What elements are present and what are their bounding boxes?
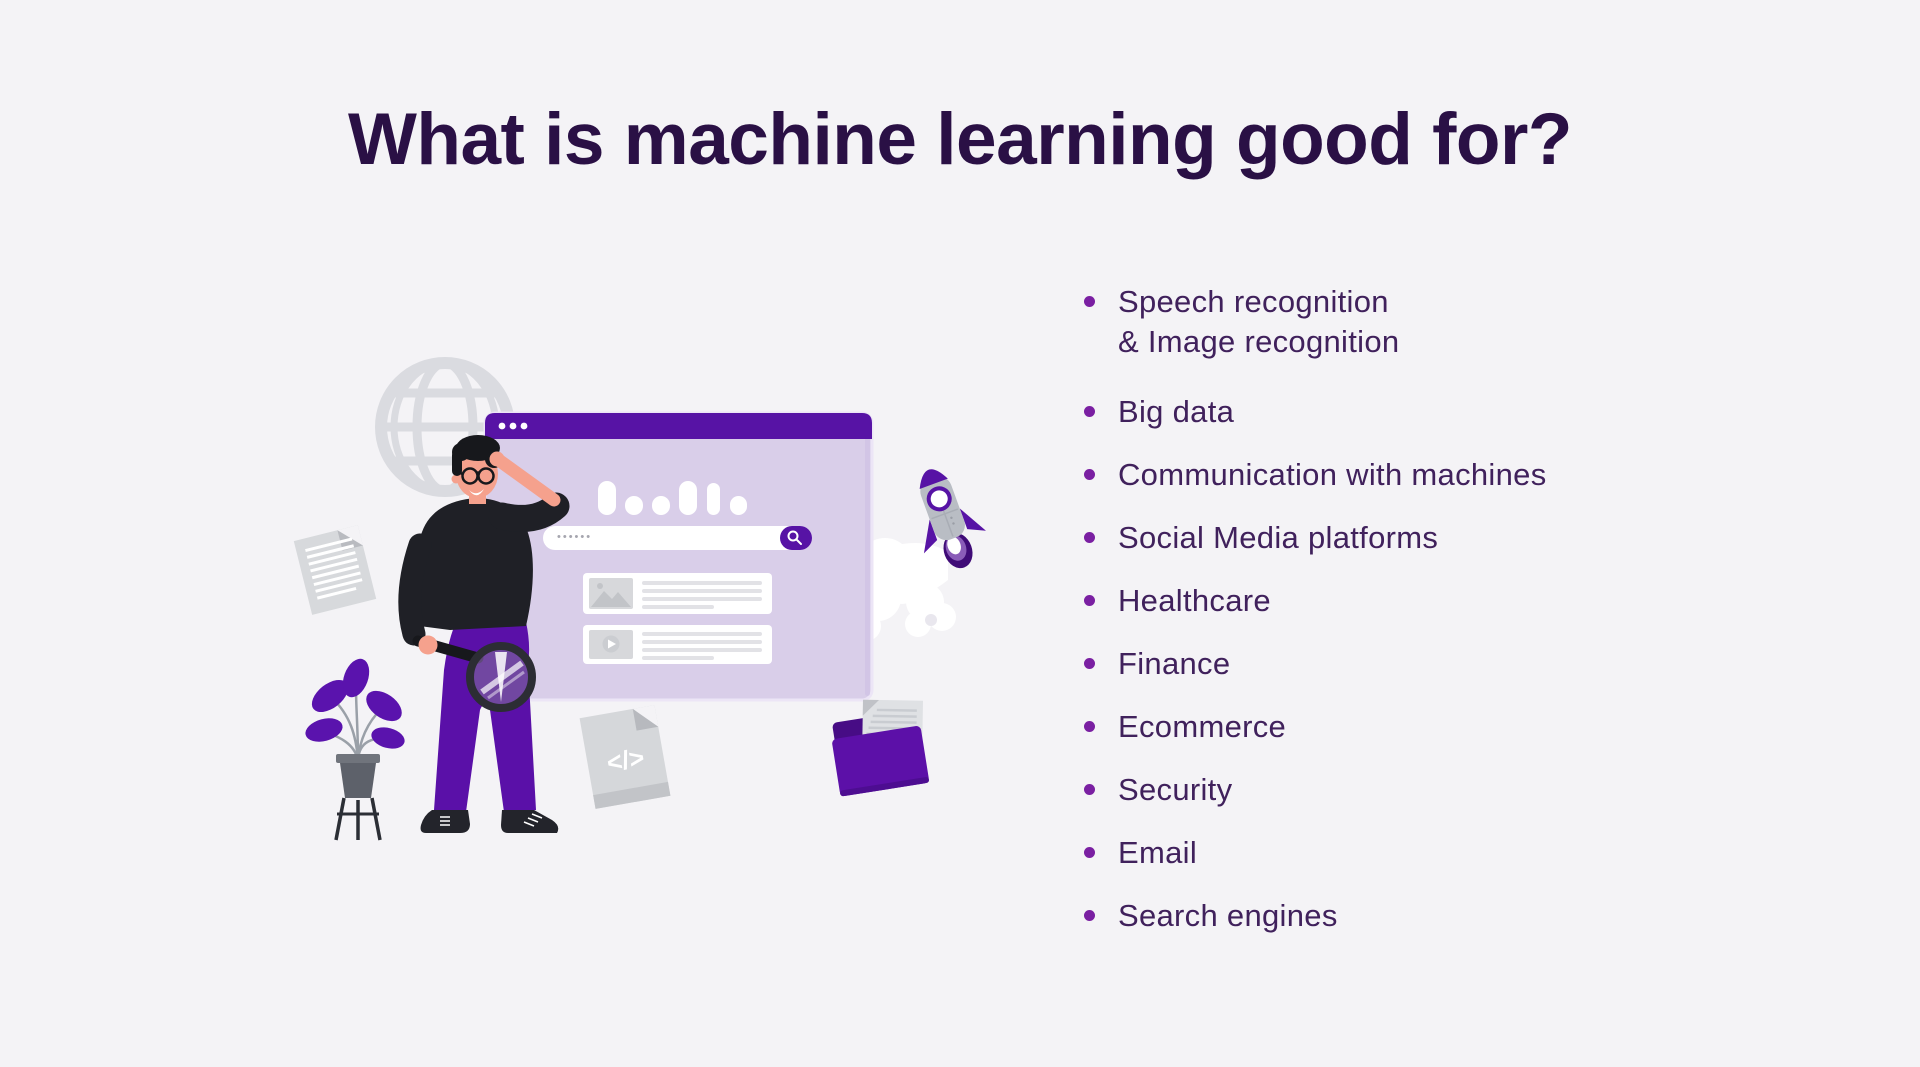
play-icon [602, 635, 620, 653]
code-file-icon: </> [579, 705, 671, 809]
list-item-label: Ecommerce [1118, 709, 1287, 744]
torso [404, 498, 533, 630]
list-item: Security [1082, 770, 1547, 810]
folder-icon [832, 699, 930, 797]
list-item-label: Finance [1118, 646, 1231, 681]
list-item-label: Social Media platforms [1118, 520, 1439, 555]
hair [452, 435, 503, 476]
list-item-label: Email [1118, 835, 1198, 870]
list-item-label: Speech recognition & Image recognition [1118, 284, 1400, 359]
list-item-label: Security [1118, 772, 1233, 807]
bullet-icon [1084, 296, 1095, 307]
page-title: What is machine learning good for? [347, 99, 1573, 180]
glasses-icon [455, 467, 495, 485]
left-arm-sleeve [398, 533, 432, 646]
bullet-icon [1084, 406, 1095, 417]
hand-holding-magnifier [418, 635, 438, 655]
raised-forearm [493, 454, 561, 507]
list-item: Email [1082, 833, 1547, 873]
search-icon [787, 530, 802, 545]
bullet-icon [1084, 784, 1095, 795]
search-bar: •••••• [543, 526, 812, 550]
list-item: Healthcare [1082, 581, 1547, 621]
document-icon [293, 525, 377, 615]
search-dots: •••••• [557, 531, 592, 543]
image-placeholder-icon [591, 583, 631, 607]
magnifying-glass-icon [412, 635, 536, 712]
code-glyph: </> [604, 742, 646, 778]
list-item: Ecommerce [1082, 707, 1547, 747]
browser-window: •••••• [483, 411, 874, 702]
bullet-icon [1084, 847, 1095, 858]
bullet-icon [1084, 532, 1095, 543]
list-item: Speech recognition & Image recognition [1082, 282, 1547, 362]
browser-titlebar [485, 413, 872, 439]
rocket-icon [919, 469, 986, 569]
plant-stand [334, 797, 382, 841]
machine-learning-illustration: •••••• [293, 357, 986, 841]
bullet-icon [1084, 469, 1095, 480]
bullet-icon [1084, 910, 1095, 921]
list-item: Social Media platforms [1082, 518, 1547, 558]
ear [451, 474, 461, 484]
hand-on-forehead [489, 451, 505, 467]
bullet-icon [1084, 595, 1095, 606]
person-illustration [398, 435, 570, 833]
result-card-1 [583, 573, 772, 614]
list-item: Finance [1082, 644, 1547, 684]
bullet-icon [1084, 721, 1095, 732]
use-case-list: Speech recognition & Image recognition B… [1082, 282, 1547, 959]
list-item-label: Communication with machines [1118, 457, 1547, 492]
search-button [780, 526, 812, 550]
list-item: Search engines [1082, 896, 1547, 936]
window-dots-icon [498, 422, 528, 430]
right-shoe [501, 810, 559, 833]
plant [305, 658, 405, 841]
equalizer-bars [598, 481, 747, 515]
list-item: Communication with machines [1082, 455, 1547, 495]
bullet-icon [1084, 658, 1095, 669]
list-item-label: Search engines [1118, 898, 1338, 933]
smile [469, 489, 484, 496]
list-item-label: Healthcare [1118, 583, 1271, 618]
raised-arm-sleeve [488, 492, 570, 532]
list-item: Big data [1082, 392, 1547, 432]
result-card-2 [583, 625, 772, 664]
list-item-label: Big data [1118, 394, 1235, 429]
